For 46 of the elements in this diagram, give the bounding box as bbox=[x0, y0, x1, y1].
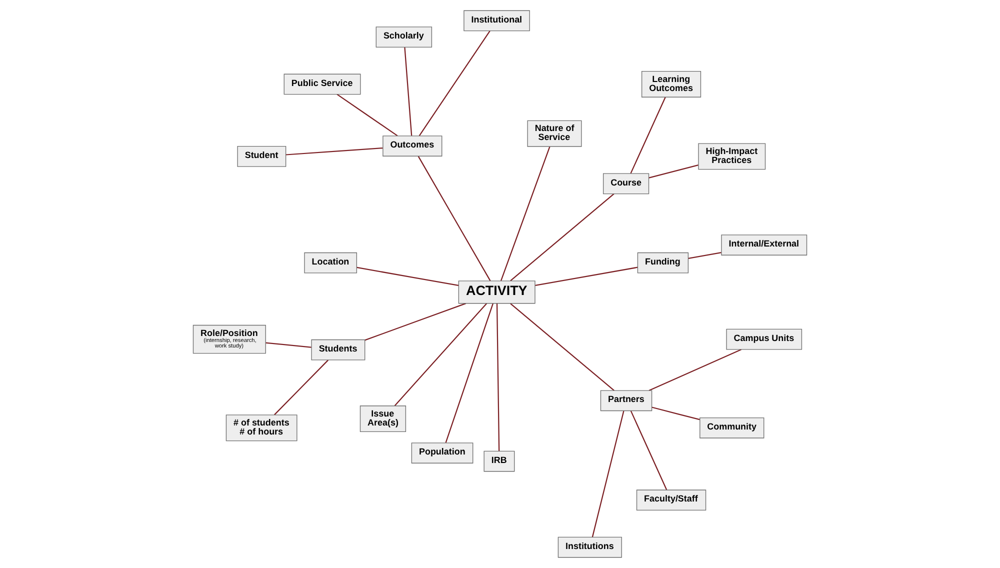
connector bbox=[648, 348, 742, 392]
node-box: Funding bbox=[637, 252, 689, 274]
node-box: Learning Outcomes bbox=[641, 70, 702, 98]
node-box: Students bbox=[311, 339, 366, 360]
connector bbox=[364, 302, 466, 341]
node-box: Scholarly bbox=[376, 26, 432, 48]
node-box: Partners bbox=[600, 390, 652, 412]
node-box: Student bbox=[237, 146, 286, 167]
connector bbox=[286, 148, 383, 156]
node-box: Nature of Service bbox=[527, 120, 582, 147]
connector bbox=[652, 406, 700, 420]
node-box: Community bbox=[700, 417, 764, 438]
connector bbox=[500, 146, 550, 281]
connector bbox=[274, 360, 329, 416]
node-box: Campus Units bbox=[726, 328, 802, 350]
connector bbox=[266, 342, 312, 348]
node-box: Location bbox=[304, 252, 358, 274]
node-box: ACTIVITY bbox=[458, 280, 536, 304]
connector bbox=[356, 266, 459, 286]
connector bbox=[496, 304, 500, 452]
node-box: Outcomes bbox=[382, 136, 442, 156]
connector bbox=[535, 266, 638, 286]
connector bbox=[394, 303, 488, 406]
node-box: High-Impact Practices bbox=[698, 143, 766, 170]
node-box: IRB bbox=[484, 450, 515, 472]
node-box: Institutional bbox=[464, 10, 530, 32]
connector bbox=[445, 303, 494, 443]
connector bbox=[688, 252, 722, 259]
connector bbox=[630, 410, 668, 490]
connector bbox=[510, 193, 614, 282]
connector bbox=[418, 156, 491, 282]
node-box: Institutions bbox=[558, 536, 622, 558]
connector bbox=[404, 47, 412, 136]
node-box: Internal/External bbox=[721, 234, 808, 256]
connector bbox=[510, 303, 615, 391]
node-box: Issue Area(s) bbox=[360, 406, 406, 432]
node-box: Population bbox=[411, 442, 474, 464]
node-box: Public Service bbox=[284, 74, 361, 95]
connector bbox=[336, 94, 398, 136]
node-box: # of students # of hours bbox=[226, 414, 298, 442]
connector bbox=[418, 30, 490, 136]
connector bbox=[592, 410, 624, 538]
connector bbox=[630, 97, 666, 174]
node-box: Course bbox=[602, 173, 650, 194]
connector bbox=[648, 164, 698, 178]
node-box: Faculty/Staff bbox=[636, 490, 706, 511]
